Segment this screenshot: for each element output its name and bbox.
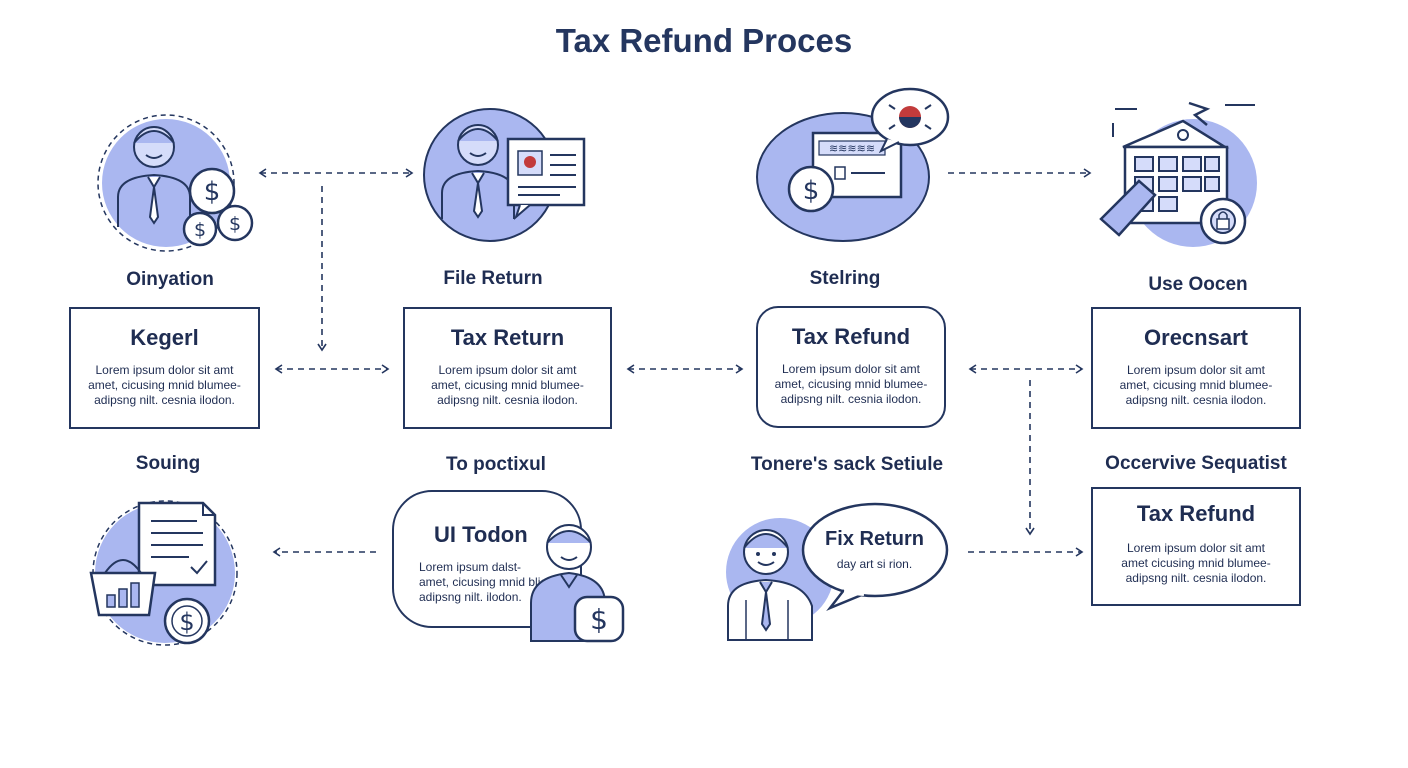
bubble-fix-return: Fix Return day art si rion. bbox=[802, 528, 947, 571]
svg-text:$: $ bbox=[803, 176, 820, 206]
card-title: Tax Refund bbox=[1136, 501, 1256, 526]
svg-text:$: $ bbox=[194, 219, 206, 241]
card-title: Tax Return bbox=[450, 325, 565, 350]
bubble-body: Lorem ipsum dalst- amet, cicusing mnid b… bbox=[419, 560, 557, 604]
svg-text:$: $ bbox=[229, 213, 241, 235]
bottom-label-2: To poctixul bbox=[446, 454, 546, 475]
speech-bubble-shape bbox=[801, 502, 949, 611]
bubble-body: day art si rion. bbox=[836, 557, 913, 571]
card-step-1: Kegerl Lorem ipsum dolor sit amt amet, c… bbox=[69, 307, 260, 429]
svg-text:≋≋≋≋≋: ≋≋≋≋≋ bbox=[829, 142, 875, 155]
step-label-4: Use Oocen bbox=[1148, 274, 1248, 295]
step-label-1: Oinyation bbox=[126, 269, 214, 290]
card-title: Orecnsart bbox=[1144, 325, 1248, 350]
card-title: Kegerl bbox=[130, 325, 199, 350]
person-document-icon bbox=[423, 108, 586, 242]
bottom-label-1: Souing bbox=[135, 453, 201, 474]
card-body: Lorem ipsum dolor sit amt amet, cicusing… bbox=[431, 363, 584, 407]
bubble-title: UI Todon bbox=[434, 522, 528, 547]
card-body: Lorem ipsum dolor sit amt amet, cicusing… bbox=[774, 362, 928, 406]
card-body: Lorem ipsum dolor sit amt amet cicusing … bbox=[1121, 541, 1271, 585]
bottom-label-3: Tonere's sack Setiule bbox=[750, 454, 944, 475]
page-title: Tax Refund Proces bbox=[555, 22, 853, 59]
document-flag-icon: ≋≋≋≋≋ $ bbox=[756, 87, 950, 242]
step-label-2: File Return bbox=[443, 268, 543, 289]
svg-text:$: $ bbox=[179, 608, 194, 636]
card-body: Lorem ipsum dolor sit amt amet, cicusing… bbox=[88, 363, 241, 407]
person-coins-icon: $ $ $ bbox=[97, 114, 254, 252]
card-step-4: Orecnsart Lorem ipsum dolor sit amt amet… bbox=[1091, 307, 1301, 429]
card-step-3: Tax Refund Lorem ipsum dolor sit amt ame… bbox=[756, 306, 946, 428]
card-bottom-right: Tax Refund Lorem ipsum dolor sit amt ame… bbox=[1091, 487, 1301, 606]
svg-text:$: $ bbox=[590, 603, 608, 636]
bottom-label-4: Occervive Sequatist bbox=[1105, 453, 1287, 474]
card-step-2: Tax Return Lorem ipsum dolor sit amt ame… bbox=[403, 307, 612, 429]
building-calculator-icon bbox=[1099, 101, 1257, 247]
step-label-3: Stelring bbox=[809, 268, 881, 289]
card-title: Tax Refund bbox=[791, 324, 911, 349]
card-body: Lorem ipsum dolor sit amt amet, cicusing… bbox=[1119, 363, 1273, 407]
svg-text:$: $ bbox=[204, 177, 221, 207]
person-coin-icon: $ bbox=[530, 524, 625, 643]
bubble-title: Fix Return bbox=[825, 528, 924, 550]
receipt-basket-icon: $ bbox=[89, 500, 238, 646]
